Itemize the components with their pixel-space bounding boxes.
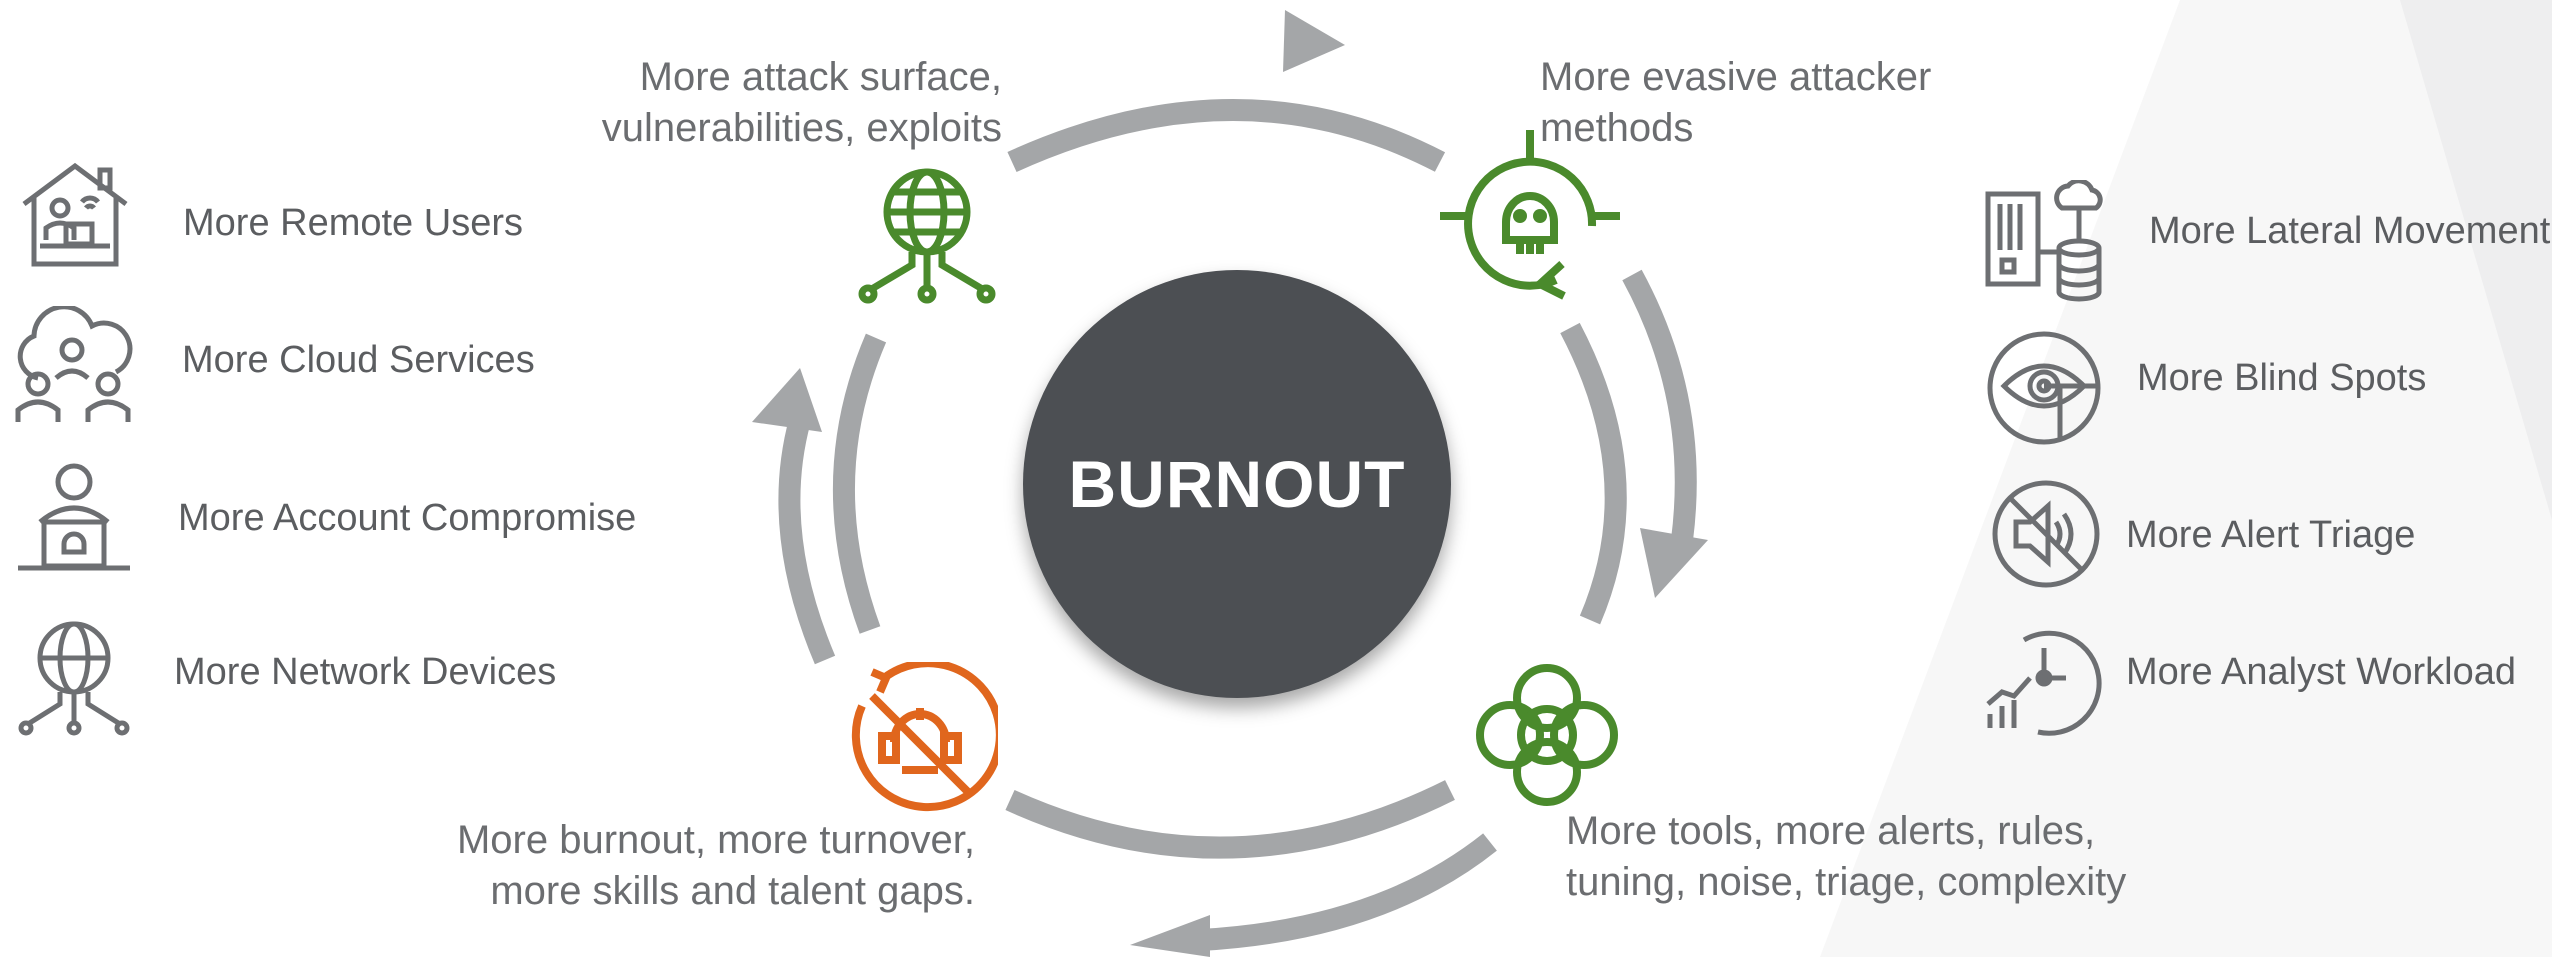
tools-knot-icon bbox=[1476, 664, 1618, 806]
left-label-network-devices: More Network Devices bbox=[174, 651, 557, 693]
server-cloud-database-icon bbox=[1985, 180, 2103, 302]
arrow-left-outer bbox=[778, 417, 836, 665]
right-label-analyst-workload: More Analyst Workload bbox=[2126, 651, 2517, 693]
arrow-right-inner bbox=[1560, 322, 1627, 625]
cloud-users-icon bbox=[15, 306, 133, 422]
arrowhead-right bbox=[1640, 528, 1708, 598]
arrowhead-left bbox=[752, 368, 822, 432]
arrow-bottom-inner bbox=[1005, 780, 1455, 859]
cycle-text-top-right: More evasive attacker methods bbox=[1540, 55, 1932, 150]
left-label-remote-users: More Remote Users bbox=[183, 202, 523, 244]
blind-spot-eye-icon bbox=[1987, 331, 2101, 445]
arrow-left-inner bbox=[833, 333, 887, 634]
right-label-blind-spots: More Blind Spots bbox=[2137, 357, 2427, 399]
cycle-text-top-left: More attack surface, vulnerabilities, ex… bbox=[601, 55, 1002, 150]
burnout-circle: BURNOUT bbox=[1023, 270, 1451, 698]
workload-clock-chart-icon bbox=[1986, 630, 2102, 736]
left-label-cloud-services: More Cloud Services bbox=[182, 339, 535, 381]
no-analyst-icon bbox=[851, 662, 998, 812]
arrow-top bbox=[1007, 99, 1446, 173]
left-label-account-compromise: More Account Compromise bbox=[178, 497, 637, 539]
remote-user-home-icon bbox=[22, 162, 128, 267]
arrow-right-outer bbox=[1622, 269, 1697, 542]
cycle-text-bottom-left: More burnout, more turnover, more skills… bbox=[456, 818, 975, 913]
globe-network-icon bbox=[858, 168, 996, 304]
burnout-label: BURNOUT bbox=[1068, 447, 1406, 521]
account-compromise-icon bbox=[18, 463, 130, 571]
cycle-text-bottom-right: More tools, more alerts, rules, tuning, … bbox=[1566, 809, 2127, 904]
network-globe-icon bbox=[18, 621, 130, 736]
arrow-bottom-outer bbox=[1199, 833, 1497, 951]
right-label-lateral-movement: More Lateral Movement bbox=[2149, 210, 2551, 252]
muted-speaker-icon bbox=[1992, 480, 2100, 588]
arrowhead-bottom bbox=[1130, 915, 1210, 957]
arrowhead-top bbox=[1283, 10, 1345, 72]
skull-target-icon bbox=[1440, 130, 1620, 300]
right-label-alert-triage: More Alert Triage bbox=[2126, 514, 2416, 556]
